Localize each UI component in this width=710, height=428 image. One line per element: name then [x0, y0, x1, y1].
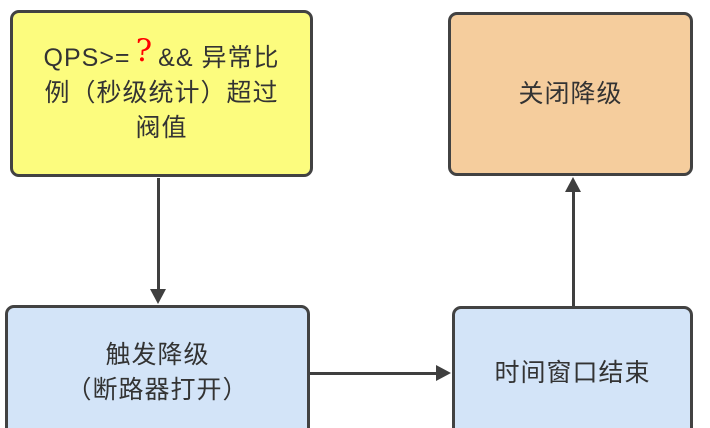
edge-trigger-to-window-line	[310, 372, 438, 375]
condition-line2: 例（秒级统计）超过	[44, 79, 279, 107]
edge-window-to-close-arrowhead-icon	[565, 177, 581, 192]
edge-trigger-to-window-arrowhead-icon	[436, 365, 451, 381]
condition-line1: QPS>=?&& 异常比	[43, 32, 280, 76]
handwritten-question-mark-annotation: ?	[133, 32, 154, 70]
edge-condition-to-trigger-arrowhead-icon	[150, 289, 166, 304]
trigger-downgrade-line2: （断路器打开）	[66, 375, 249, 404]
time-window-end-label: 时间窗口结束	[494, 359, 651, 387]
condition-line1-prefix: QPS>=	[43, 44, 131, 72]
node-time-window-end: 时间窗口结束	[452, 306, 693, 428]
trigger-downgrade-line1: 触发降级	[105, 340, 210, 369]
condition-line3: 阀值	[135, 114, 188, 142]
node-trigger-downgrade: 触发降级 （断路器打开）	[5, 305, 310, 428]
edge-condition-to-trigger-line	[157, 178, 160, 292]
condition-line1-suffix: && 异常比	[158, 44, 280, 72]
edge-window-to-close-line	[572, 190, 575, 306]
close-downgrade-label: 关闭降级	[518, 79, 623, 108]
node-trigger-condition: QPS>=?&& 异常比 例（秒级统计）超过 阀值	[10, 10, 313, 177]
node-close-downgrade: 关闭降级	[448, 12, 693, 176]
